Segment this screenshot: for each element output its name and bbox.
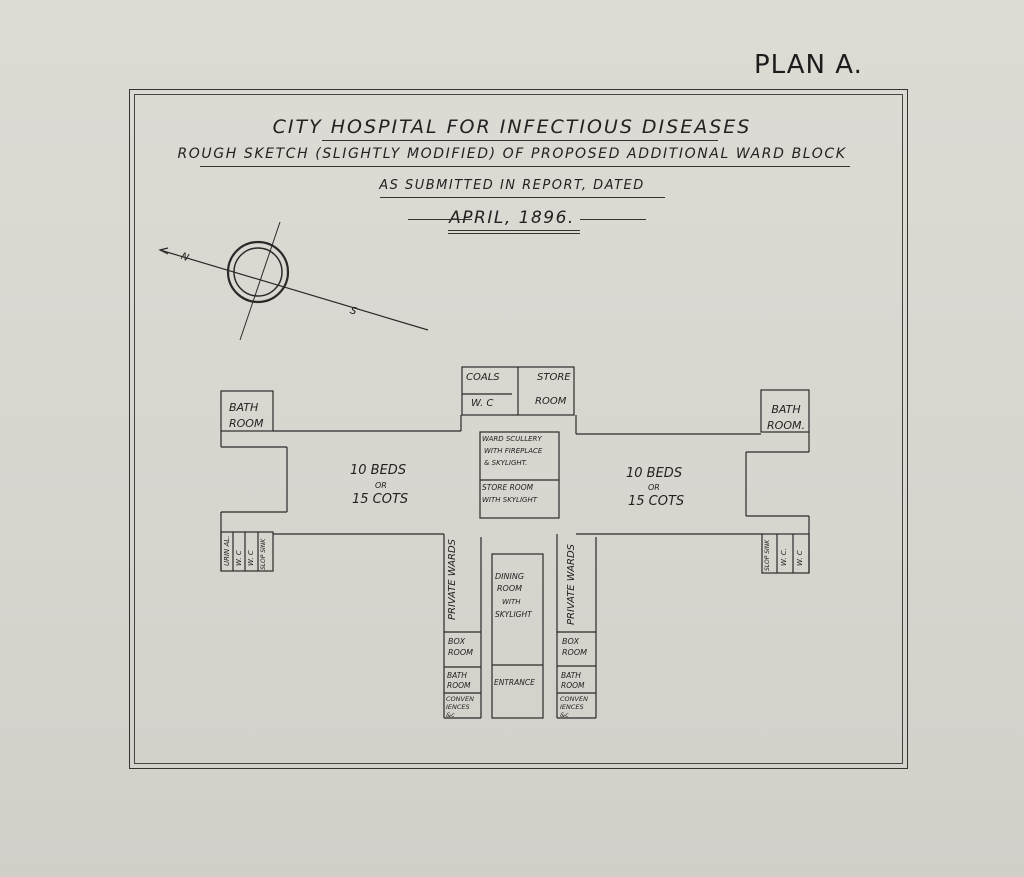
left-wc-1: W. C [235, 550, 243, 566]
right-slop-sink: SLOP SINK [764, 539, 771, 571]
drawing-subtitle: ROUGH SKETCH (SLIGHTLY MODIFIED) OF PROP… [177, 146, 847, 162]
date-rule-right [580, 219, 646, 220]
left-ward-beds: 10 BEDS [350, 463, 407, 478]
left-bath-room: BATH ROOM [229, 401, 264, 430]
store-label: STORE [537, 372, 571, 383]
left-ward-cots: 15 COTS [352, 492, 409, 507]
store-room-label: ROOM [535, 396, 567, 407]
drawing-date: APRIL, 1896. [449, 208, 575, 228]
conveniences-right: CONVEN IENCES &c [560, 695, 588, 719]
wc-label: W. C [471, 398, 494, 409]
submitted-line: AS SUBMITTED IN REPORT, DATED [379, 178, 645, 193]
submitted-underline [380, 197, 665, 198]
scullery-line-2: WITH FIREPLACE [484, 447, 543, 455]
storeroom-line-1: STORE ROOM [482, 483, 534, 492]
right-ward-or: OR [648, 483, 660, 492]
service-block-outline [460, 366, 577, 519]
right-ward-outline [576, 389, 810, 574]
coals-label: COALS [466, 372, 500, 383]
scullery-line-1: WARD SCULLERY [482, 435, 542, 443]
date-rule-left [408, 219, 472, 220]
right-wc-2: W. C [796, 550, 804, 566]
left-wc-2: W. C [247, 550, 255, 566]
dining-line-2: ROOM [497, 584, 523, 593]
bath-room-right: BATH ROOM [561, 671, 585, 690]
dining-line-1: DINING [495, 572, 525, 581]
south-wing-outline [443, 534, 597, 719]
left-slop-sink: SLOP SINK [260, 538, 267, 570]
title-underline [322, 140, 718, 141]
dining-line-3: WITH [502, 598, 521, 606]
dining-line-4: SKYLIGHT [495, 610, 532, 619]
drawing-title: CITY HOSPITAL FOR INFECTIOUS DISEASES [272, 116, 752, 138]
conveniences-left: CONVEN IENCES &c [446, 695, 474, 719]
subtitle-underline [200, 166, 850, 167]
bath-room-left: BATH ROOM [447, 671, 471, 690]
right-ward-beds: 10 BEDS [626, 466, 683, 481]
private-wards-right: PRIVATE WARDS [566, 543, 577, 625]
outer-frame [129, 89, 908, 769]
scullery-line-3: & SKYLIGHT. [484, 459, 528, 467]
right-ward-cots: 15 COTS [628, 494, 685, 509]
left-ward-or: OR [375, 481, 387, 490]
inner-frame [134, 94, 903, 764]
right-bath-room: BATH ROOM. [767, 403, 805, 432]
box-room-left: BOX ROOM [448, 637, 474, 657]
left-ward-outline [220, 390, 461, 572]
plan-label: PLAN A. [754, 50, 863, 80]
entrance-label: ENTRANCE [494, 678, 535, 687]
storeroom-line-2: WITH SKYLIGHT [482, 496, 537, 504]
date-underline-2 [448, 233, 580, 234]
date-underline-1 [448, 230, 580, 231]
compass-rose [158, 221, 429, 341]
box-room-right: BOX ROOM [562, 637, 588, 657]
right-wc-1: W. C. [780, 548, 788, 566]
private-wards-left: PRIVATE WARDS [447, 538, 458, 620]
left-urinal: URIN AL. [223, 535, 231, 566]
